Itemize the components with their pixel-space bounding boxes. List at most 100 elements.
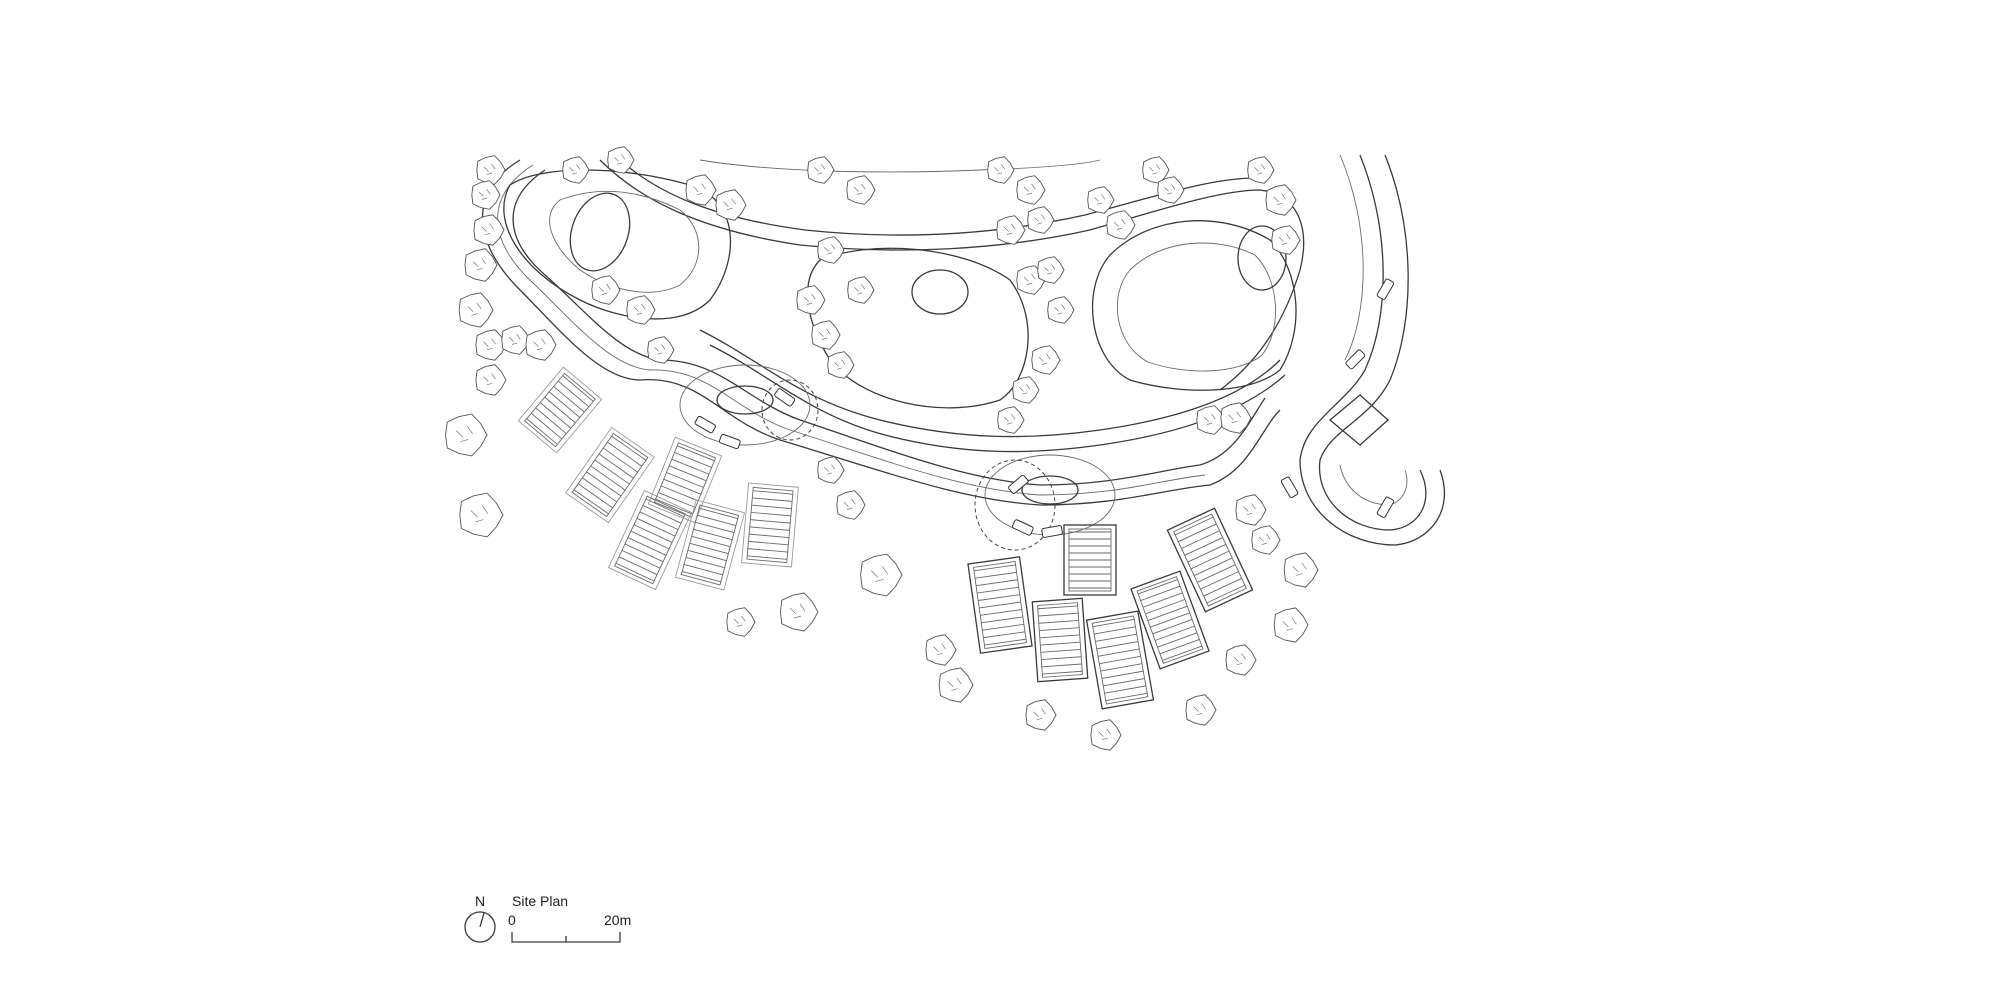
east-lawn bbox=[1091, 220, 1297, 391]
villa-block bbox=[607, 489, 693, 591]
legend: N Site Plan 0 20m bbox=[464, 893, 631, 943]
east-road-outer bbox=[1318, 154, 1427, 531]
car bbox=[718, 433, 741, 450]
tree-icon bbox=[1037, 256, 1065, 284]
tree-icon bbox=[1196, 405, 1226, 435]
tree-icon bbox=[1265, 184, 1297, 216]
villa-block bbox=[1085, 610, 1155, 710]
tree-icon bbox=[1090, 719, 1122, 751]
tree-icon bbox=[1247, 156, 1275, 184]
tree-icon bbox=[464, 248, 498, 282]
car bbox=[1280, 476, 1299, 498]
cars bbox=[694, 278, 1395, 538]
east-road-inner bbox=[1299, 154, 1446, 546]
east-parking-block bbox=[1328, 394, 1389, 446]
tree-icon bbox=[1271, 225, 1301, 255]
tree-icon bbox=[987, 156, 1015, 184]
tree-icon bbox=[626, 295, 656, 325]
tree-icon bbox=[476, 155, 506, 185]
upper-terrace bbox=[699, 159, 1101, 173]
west-lawn-inner bbox=[549, 190, 700, 293]
tree-icon bbox=[501, 325, 531, 355]
villa-block bbox=[517, 366, 603, 454]
villa-blocks-south bbox=[967, 507, 1254, 710]
west-dropoff-ring bbox=[679, 364, 811, 446]
tree-icon bbox=[925, 634, 957, 666]
tree-icon bbox=[827, 351, 855, 379]
tree-icon bbox=[1235, 494, 1267, 526]
tree-icon bbox=[459, 492, 504, 538]
tree-icon bbox=[817, 456, 845, 484]
east-lawn-inner bbox=[1116, 242, 1276, 372]
villa-blocks-west bbox=[517, 366, 799, 591]
car bbox=[1376, 278, 1395, 300]
central-lawn bbox=[807, 247, 1029, 409]
villa-block bbox=[1166, 507, 1254, 613]
villa-block bbox=[1130, 570, 1210, 670]
tree-icon bbox=[1273, 607, 1309, 643]
tree-icon bbox=[1047, 296, 1075, 324]
tree-icon bbox=[726, 607, 756, 637]
tree-icon bbox=[847, 276, 875, 304]
west-dropoff-turn bbox=[761, 379, 819, 441]
car bbox=[1011, 519, 1034, 536]
east-pond bbox=[1237, 225, 1287, 291]
tree-icon bbox=[647, 336, 675, 364]
tree-icon bbox=[1027, 206, 1055, 234]
tree-icon bbox=[846, 175, 876, 205]
car bbox=[694, 415, 716, 434]
west-pond bbox=[569, 192, 631, 272]
scale-bar bbox=[511, 932, 621, 943]
scale-start-label: 0 bbox=[508, 912, 516, 928]
south-dropoff-turn bbox=[974, 459, 1056, 551]
trees bbox=[445, 146, 1319, 751]
tree-icon bbox=[1087, 186, 1115, 214]
tree-icon bbox=[779, 592, 819, 632]
villa-block bbox=[565, 426, 655, 524]
east-roundabout-inner bbox=[1339, 464, 1408, 506]
tree-icon bbox=[475, 329, 507, 361]
tree-icon bbox=[1016, 175, 1046, 205]
middle-path-inner bbox=[709, 344, 1286, 453]
tree-icon bbox=[525, 329, 557, 361]
tree-icon bbox=[1012, 376, 1040, 404]
tree-icon bbox=[607, 146, 635, 174]
tree-icon bbox=[811, 320, 841, 350]
tree-icon bbox=[473, 214, 505, 246]
middle-path bbox=[699, 329, 1281, 438]
east-road-edge bbox=[1339, 154, 1364, 361]
tree-icon bbox=[475, 364, 507, 396]
tree-icon bbox=[471, 180, 501, 210]
tree-icon bbox=[1025, 699, 1057, 731]
tree-icon bbox=[807, 156, 835, 184]
path-centerline bbox=[497, 164, 1206, 496]
car bbox=[1376, 496, 1395, 518]
tree-icon bbox=[817, 236, 845, 264]
tree-icon bbox=[445, 413, 488, 457]
villa-block bbox=[967, 556, 1033, 654]
tree-icon bbox=[860, 553, 903, 597]
plan-title: Site Plan bbox=[512, 893, 568, 909]
car bbox=[1041, 525, 1063, 538]
tree-icon bbox=[996, 215, 1026, 245]
tree-icon bbox=[1225, 644, 1257, 676]
car bbox=[1008, 474, 1029, 494]
tree-icon bbox=[836, 490, 866, 520]
tree-icon bbox=[796, 285, 826, 315]
path-network bbox=[481, 154, 1446, 546]
central-pond bbox=[911, 269, 969, 315]
villa-block bbox=[1031, 597, 1089, 683]
tree-icon bbox=[591, 275, 621, 305]
scale-end-label: 20m bbox=[604, 912, 631, 928]
villa-block bbox=[1063, 524, 1117, 596]
north-arrow-needle bbox=[479, 912, 485, 928]
tree-icon bbox=[1157, 176, 1185, 204]
north-label: N bbox=[475, 893, 485, 909]
outer-path-edge bbox=[481, 159, 1281, 506]
tree-icon bbox=[938, 667, 974, 703]
tree-icon bbox=[458, 292, 494, 328]
car bbox=[1345, 349, 1366, 370]
villa-block bbox=[741, 482, 799, 568]
tree-icon bbox=[1031, 345, 1061, 375]
tree-icon bbox=[997, 406, 1025, 434]
